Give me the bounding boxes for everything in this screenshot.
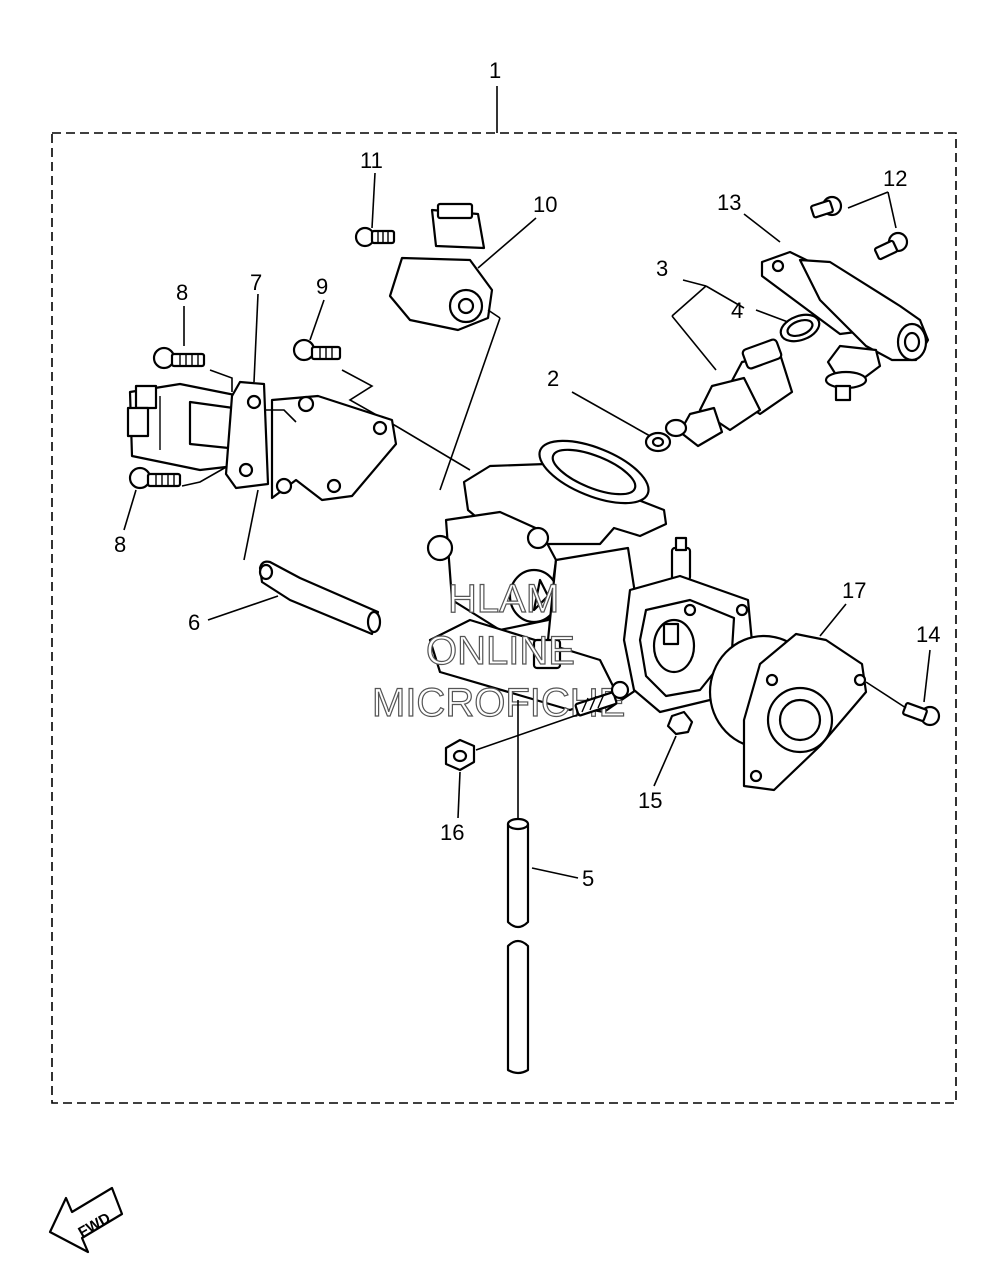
leader-6 bbox=[207, 595, 279, 621]
leader-12a bbox=[847, 191, 889, 209]
leader-16 bbox=[457, 771, 461, 819]
label-6: 6 bbox=[188, 610, 200, 635]
leader-5 bbox=[531, 867, 579, 879]
nut-15 bbox=[666, 710, 694, 736]
sensor-10 bbox=[388, 202, 494, 332]
assembly-boundary bbox=[51, 132, 957, 1104]
leader-16-path bbox=[475, 713, 581, 751]
leader-13 bbox=[743, 213, 781, 243]
leader-3c bbox=[671, 285, 707, 317]
screw-9 bbox=[292, 338, 342, 362]
leader-17 bbox=[819, 603, 847, 637]
injector-3 bbox=[664, 338, 794, 448]
watermark-line-1: HLAM bbox=[448, 577, 559, 621]
leader-14 bbox=[923, 649, 931, 703]
watermark: HLAM ONLINE MICROFICHE bbox=[371, 576, 626, 725]
leader-4 bbox=[755, 309, 789, 323]
cover-plate bbox=[742, 632, 868, 792]
label-13: 13 bbox=[717, 190, 741, 215]
label-8a: 8 bbox=[176, 280, 188, 305]
label-4: 4 bbox=[731, 298, 743, 323]
throttle-body bbox=[426, 439, 692, 714]
leader-gasket bbox=[266, 409, 297, 423]
leader-7 bbox=[253, 293, 259, 383]
leader-6-hose bbox=[243, 489, 259, 561]
label-2: 2 bbox=[547, 366, 559, 391]
watermark-line-2: ONLINE bbox=[426, 629, 575, 673]
adjust-screw bbox=[574, 680, 630, 717]
label-8b: 8 bbox=[114, 532, 126, 557]
leader-14-path bbox=[865, 681, 907, 709]
label-9: 9 bbox=[316, 274, 328, 299]
label-12: 12 bbox=[883, 166, 907, 191]
leader-8b bbox=[123, 489, 137, 531]
screw-11 bbox=[354, 226, 396, 248]
leader-9-path bbox=[341, 369, 471, 471]
fwd-arrow-icon: FWD bbox=[48, 1186, 124, 1254]
fuel-rail-13 bbox=[760, 250, 930, 402]
label-17: 17 bbox=[842, 578, 866, 603]
screw-14 bbox=[902, 702, 941, 727]
label-7: 7 bbox=[250, 270, 262, 295]
nut-16 bbox=[444, 738, 476, 772]
gasket-plate bbox=[270, 394, 398, 502]
leader-3d bbox=[671, 315, 717, 371]
leader-10-down bbox=[439, 317, 501, 491]
screw-8a bbox=[152, 346, 206, 370]
bracket-7 bbox=[224, 380, 270, 490]
leader-9 bbox=[309, 299, 325, 341]
label-1: 1 bbox=[489, 58, 501, 83]
label-5: 5 bbox=[582, 866, 594, 891]
washer-2-inner bbox=[651, 436, 665, 448]
label-16: 16 bbox=[440, 820, 464, 845]
label-3: 3 bbox=[656, 256, 668, 281]
leader-10 bbox=[477, 217, 537, 269]
leader-10-body bbox=[487, 309, 501, 319]
screw-8b bbox=[128, 466, 182, 490]
screw-12b bbox=[873, 231, 909, 261]
leader-11 bbox=[371, 172, 376, 229]
leader-map-b bbox=[181, 465, 229, 487]
hose-6 bbox=[258, 560, 382, 636]
leader-12b bbox=[887, 191, 897, 229]
label-14: 14 bbox=[916, 622, 940, 647]
label-10: 10 bbox=[533, 192, 557, 217]
label-11: 11 bbox=[360, 148, 383, 173]
leader-3a bbox=[682, 279, 707, 287]
hose-5 bbox=[506, 817, 530, 1075]
leader-3b bbox=[705, 285, 745, 309]
o-ring-4-inner bbox=[786, 318, 814, 338]
screw-12a bbox=[810, 195, 843, 219]
leader-map-a bbox=[209, 369, 233, 392]
leader-15 bbox=[653, 735, 677, 787]
label-15: 15 bbox=[638, 788, 662, 813]
leader-2 bbox=[571, 391, 651, 437]
